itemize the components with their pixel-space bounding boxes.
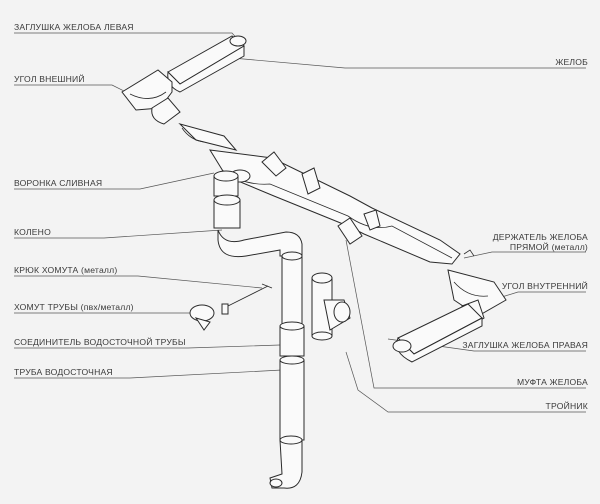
label-downpipe: ТРУБА ВОДОСТОЧНАЯ xyxy=(14,367,113,377)
gutter-main xyxy=(209,149,461,265)
label-holder-line2: ПРЯМОЙ (металл) xyxy=(509,242,588,252)
label-holder-line1: ДЕРЖАТЕЛЬ ЖЕЛОБА xyxy=(492,232,588,242)
label-clamp-hook: КРЮК ХОМУТА (металл) xyxy=(14,265,118,275)
label-gutter-coupling: МУФТА ЖЕЛОБА xyxy=(516,377,588,387)
label-outer-corner: УГОЛ ВНЕШНИЙ xyxy=(14,74,85,84)
gutter-upper xyxy=(121,35,247,151)
label-funnel: ВОРОНКА СЛИВНАЯ xyxy=(14,178,103,188)
downpipe-assembly xyxy=(213,170,305,489)
clamp-and-hook xyxy=(189,283,273,331)
label-gutter: ЖЕЛОБ xyxy=(555,57,588,67)
label-cap-right: ЗАГЛУШКА ЖЕЛОБА ПРАВАЯ xyxy=(462,340,588,350)
label-elbow: КОЛЕНО xyxy=(14,227,51,237)
label-tee: ТРОЙНИК xyxy=(545,401,588,411)
label-cap-left: ЗАГЛУШКА ЖЕЛОБА ЛЕВАЯ xyxy=(14,22,134,32)
leader-lines xyxy=(14,32,586,413)
gutter-right xyxy=(392,249,507,363)
label-pipe-connector: СОЕДИНИТЕЛЬ ВОДОСТОЧНОЙ ТРУБЫ xyxy=(14,337,186,347)
tee-part xyxy=(311,272,351,341)
label-pipe-clamp: ХОМУТ ТРУБЫ (пвх/металл) xyxy=(14,302,134,312)
label-inner-corner: УГОЛ ВНУТРЕННИЙ xyxy=(501,281,588,291)
